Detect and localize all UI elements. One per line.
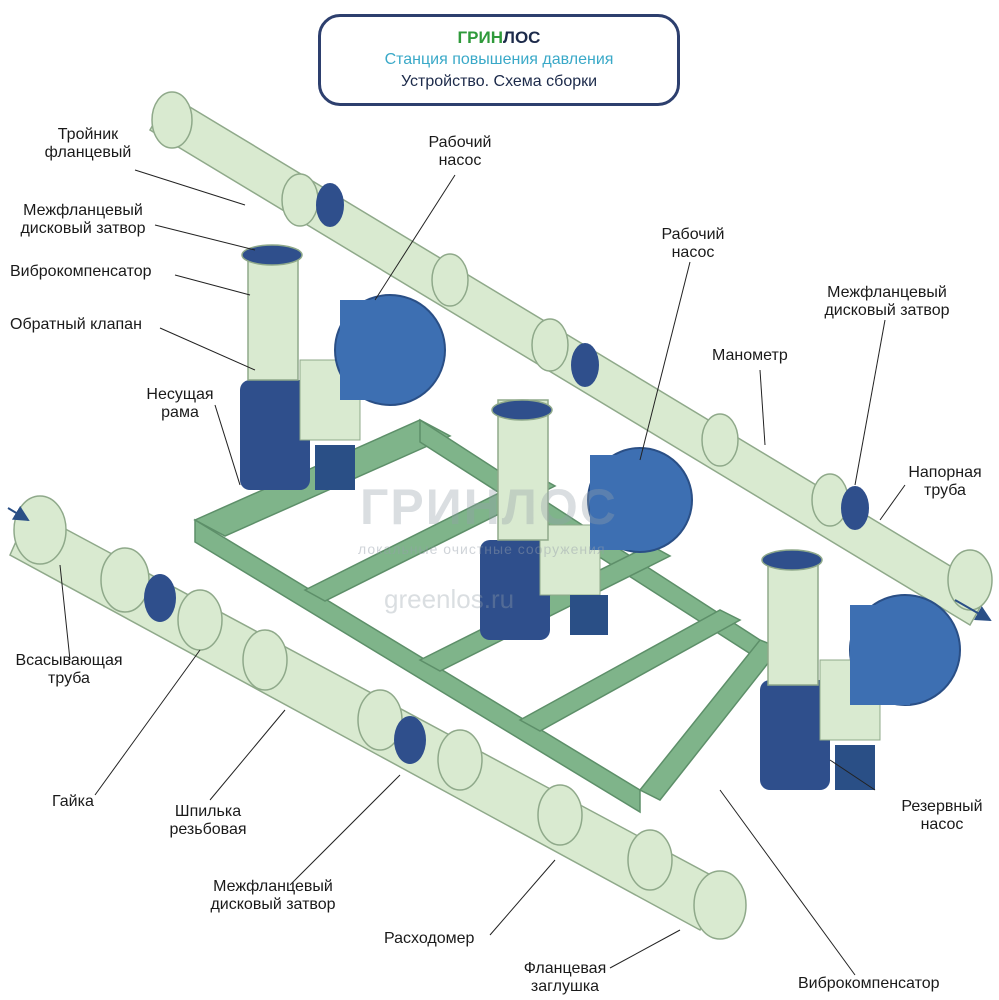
label-check-valve: Обратный клапан <box>10 316 142 333</box>
watermark-logo: ГРИНЛОС <box>360 479 618 535</box>
label-vibro-bottom: Виброкомпенсатор <box>798 975 940 992</box>
pump-2 <box>480 447 693 640</box>
title-caption: Устройство. Схема сборки <box>400 73 598 90</box>
brand-title: ГРИНЛОС <box>321 27 677 49</box>
label-nut: Гайка <box>52 793 94 810</box>
pump-risers <box>241 244 823 686</box>
label-vibro-top: Виброкомпенсатор <box>10 263 152 280</box>
title-box: ГРИНЛОС Станция повышения давления Устро… <box>318 14 680 106</box>
watermark-tagline: локальные очистные сооружения <box>358 541 606 557</box>
brand-green: ГРИН <box>457 28 504 47</box>
watermark-site: greenlos.ru <box>384 584 515 614</box>
pump-1 <box>240 294 446 490</box>
reserve-pump <box>760 594 961 790</box>
label-manometer: Манометр <box>712 347 788 364</box>
leader-lines <box>59 169 906 976</box>
discharge-pipe-line <box>148 91 993 627</box>
suction-pipe-line <box>9 495 747 940</box>
title-subtitle: Станция повышения давления <box>384 51 614 68</box>
brand-dark: ЛОС <box>503 28 541 47</box>
label-flowmeter: Расходомер <box>384 930 475 947</box>
